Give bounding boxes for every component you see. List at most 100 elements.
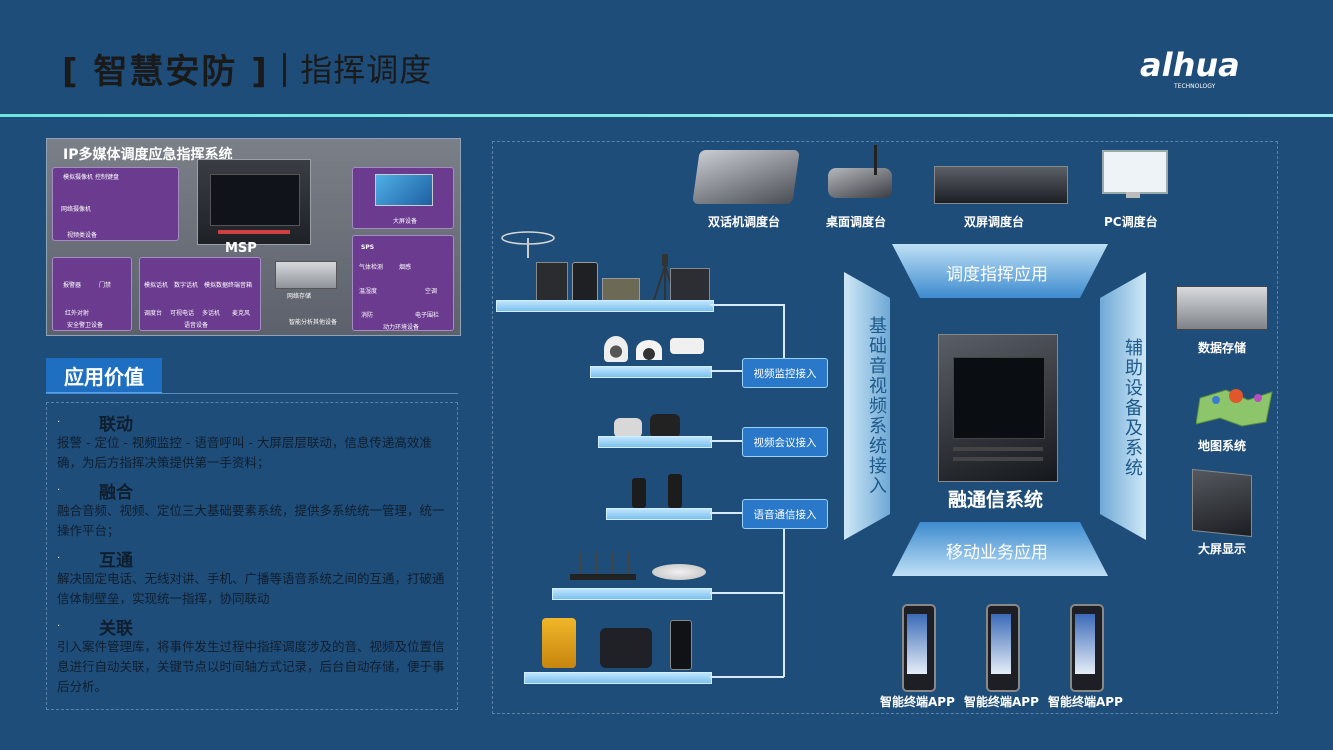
env-panel: SPS 气体检测 烟感 温湿度 空调 消防 电子围栏 动力环境设备: [352, 235, 454, 331]
mobile-app-banner: [892, 522, 1108, 576]
field-case-icon: [536, 262, 568, 302]
smart-terminal-icon-2: [986, 604, 1020, 692]
logo-text: alhua: [1140, 46, 1240, 84]
fusion-server-icon: [938, 334, 1058, 482]
dispatch-app-banner: [892, 244, 1108, 298]
connector-phones: [710, 676, 784, 678]
architecture-diagram: [492, 141, 1278, 714]
connector-video: [710, 370, 742, 372]
storage-server-icon: [1176, 286, 1268, 330]
bullet: ·: [57, 484, 61, 496]
label-door: 门禁: [99, 282, 112, 289]
label-security-group: 安全警卫设备: [67, 322, 104, 329]
label-analog-cam: 模拟摄像机: [63, 174, 94, 181]
device-label-dual-screen: 双屏调度台: [964, 215, 1025, 229]
label-voice-group: 语音设备: [184, 322, 209, 329]
shelf-conference: [598, 436, 712, 448]
msp-label: MSP: [225, 241, 257, 256]
device-label-pc: PC调度台: [1104, 215, 1158, 229]
bigscreen-panel: 大屏设备: [352, 167, 454, 229]
voice-panel: 模拟话机 数字话机 模拟数据终端 音箱 调度台 可视电话 多话机 麦克风 语音设…: [139, 257, 261, 331]
voice-communication-access: 语音通信接入: [742, 499, 828, 529]
ipms-diagram-image: IP多媒体调度应急指挥系统 模拟摄像机 控制键盘 网络摄像机 视频类设备 MSP…: [46, 138, 461, 336]
conference-camera-icon: [614, 418, 642, 438]
shelf-phones: [524, 672, 712, 684]
desktop-console-icon: [828, 168, 892, 198]
value-item-text: 解决固定电话、无线对讲、手机、广播等语音系统之间的互通，打破通信体制壁垒，实现统…: [57, 571, 445, 606]
value-item-name: 关联: [99, 618, 133, 639]
label-mic: 麦克风: [232, 310, 251, 317]
industrial-phone-icon: [542, 618, 576, 668]
label-alarm: 报警器: [63, 282, 82, 289]
shelf-video: [590, 366, 712, 378]
radio-icon-2: [668, 474, 682, 508]
dual-screen-console-icon: [934, 166, 1068, 204]
drone-icon: [500, 228, 556, 262]
label-control-kbd: 控制键盘: [95, 174, 120, 181]
map-icon: [1195, 378, 1276, 428]
value-item-fusion: ·融合 融合音频、视频、定位三大基础要素系统，提供多系统统一管理，统一操作平台；: [57, 479, 447, 541]
label-bigscreen: 大屏设备: [393, 218, 418, 225]
value-item-name: 互通: [99, 550, 133, 571]
aux-systems-banner: [1100, 272, 1146, 540]
label-digital-phone: 数字话机: [174, 282, 199, 289]
ipms-title: IP多媒体调度应急指挥系统: [63, 147, 233, 163]
label-infrared: 红外对射: [65, 310, 90, 317]
bullet: ·: [57, 416, 61, 428]
dual-phone-console-icon: [692, 150, 800, 204]
ptz-camera-icon: [650, 414, 680, 438]
handheld-terminal-icon: [572, 262, 598, 304]
right-label-storage: 数据存储: [1198, 341, 1247, 355]
device-label-dual-phone: 双话机调度台: [708, 215, 781, 229]
label-network-cam: 网络摄像机: [61, 206, 92, 213]
value-section-tag: 应用价值: [46, 358, 162, 394]
value-item-interop: · 互通 解决固定电话、无线对讲、手机、广播等语音系统之间的互通，打破通信体制壁垒…: [57, 547, 447, 609]
value-item-linkage: ·联动 报警 - 定位 - 视频监控 - 语音呼叫 - 大屏层层联动，信息传递高…: [57, 411, 447, 473]
msp-server-icon: [197, 159, 311, 245]
title-subtitle: 指挥调度: [300, 51, 433, 89]
mobile-app-label: 移动业务应用: [946, 543, 1048, 563]
label-env-group: 动力环境设备: [383, 324, 420, 331]
bullet: ·: [57, 552, 61, 564]
label-speaker: 音箱: [240, 282, 253, 289]
label-humidity: 温湿度: [359, 288, 378, 295]
smart-terminal-icon-1: [902, 604, 936, 692]
video-wall-icon: [1192, 468, 1252, 538]
page-title: [ 智慧安防 ] | 指挥调度: [62, 45, 433, 92]
microphone-array-icon: [566, 548, 640, 582]
label-dispatch: 调度台: [144, 310, 163, 317]
label-multi-phone: 多话机: [202, 310, 221, 317]
ceiling-speaker-icon: [652, 564, 706, 580]
value-item-name: 融合: [99, 482, 133, 503]
label-meter: 电子围栏: [415, 312, 440, 319]
security-panel: 报警器 门禁 红外对射 安全警卫设备: [52, 257, 132, 331]
label-ac: 空调: [425, 288, 438, 295]
bullet: ·: [57, 620, 61, 632]
value-section-title: 应用价值: [64, 364, 144, 389]
video-conference-access: 视频会议接入: [742, 427, 828, 457]
pc-monitor-icon: [1102, 150, 1168, 194]
shelf-radio: [606, 508, 712, 520]
aux-systems-label: 辅助设备及系统: [1122, 338, 1143, 478]
logo-subtext: TECHNOLOGY: [1173, 83, 1216, 90]
dispatch-app-label: 调度指挥应用: [946, 265, 1048, 285]
dome-camera-icon: [636, 340, 662, 360]
label-sensor: 气体检测: [359, 264, 384, 271]
header-divider: [0, 114, 1333, 117]
mic-stem-icon: [874, 145, 877, 175]
label-fire: 消防: [361, 312, 374, 319]
label-video-phone: 可视电话: [170, 310, 195, 317]
label-nvr: 网络存储: [287, 293, 312, 300]
connector-audio: [710, 592, 784, 594]
label-video-group: 视频类设备: [67, 232, 98, 239]
label-cordless: 模拟数据终端: [204, 282, 241, 289]
right-label-bigscreen: 大屏显示: [1198, 542, 1247, 556]
device-label-desktop: 桌面调度台: [826, 215, 887, 229]
connector-radio: [710, 512, 742, 514]
video-device-panel: 模拟摄像机 控制键盘 网络摄像机 视频类设备: [52, 167, 179, 241]
value-divider: [46, 393, 458, 394]
connector-conference: [710, 440, 742, 442]
bigscreen-icon: [375, 174, 433, 206]
label-smoke: 烟感: [399, 264, 412, 271]
label-analog-phone: 模拟话机: [144, 282, 169, 289]
